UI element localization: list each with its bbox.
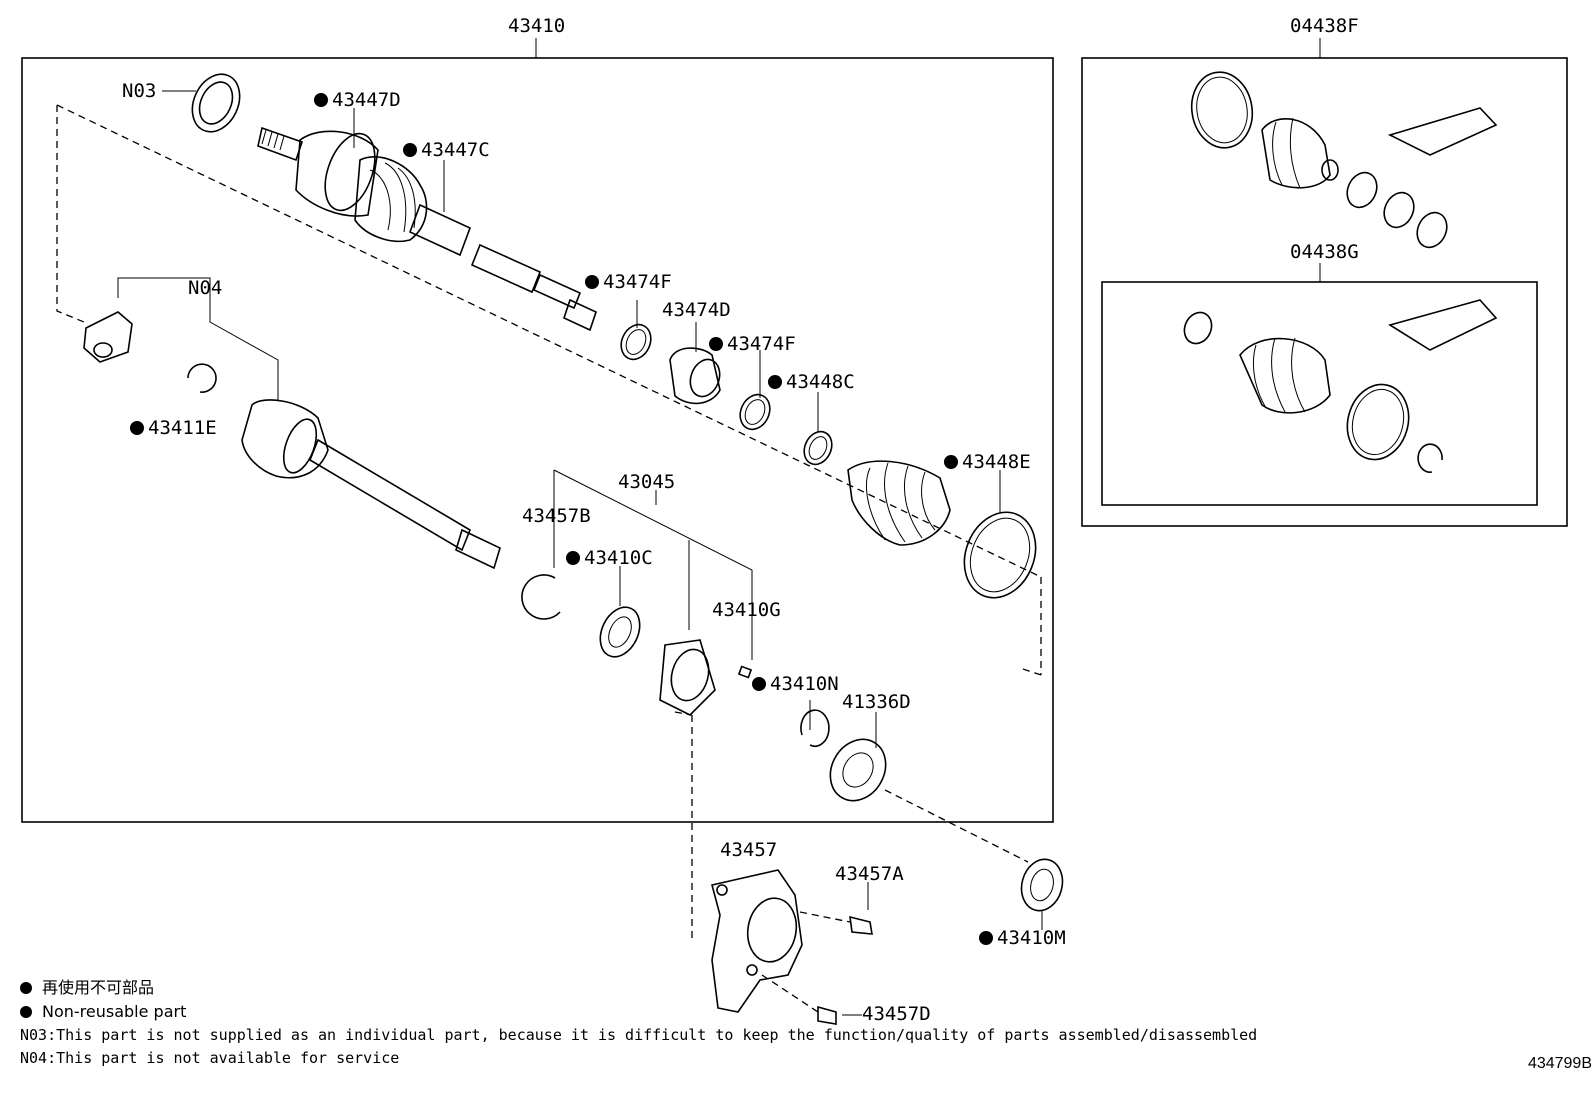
label-43411E[interactable]: 43411E bbox=[148, 417, 217, 439]
non-reusable-dot bbox=[403, 143, 417, 157]
label-43447D[interactable]: 43447D bbox=[332, 89, 401, 111]
label-04438F[interactable]: 04438F bbox=[1290, 15, 1359, 37]
label-43410M[interactable]: 43410M bbox=[997, 927, 1066, 949]
non-reusable-dot-icon bbox=[20, 1006, 32, 1018]
non-reusable-dot bbox=[944, 455, 958, 469]
assembly-dashed-line bbox=[56, 105, 85, 323]
label-43457A[interactable]: 43457A bbox=[835, 863, 904, 885]
boot-kit-parts bbox=[1183, 71, 1498, 473]
note-n03: N03:This part is not supplied as an indi… bbox=[20, 1026, 1258, 1044]
label-43474F-b[interactable]: 43474F bbox=[727, 333, 796, 355]
non-reusable-dot bbox=[752, 677, 766, 691]
label-N04[interactable]: N04 bbox=[188, 277, 222, 299]
label-43457B[interactable]: 43457B bbox=[522, 505, 591, 527]
label-41336D[interactable]: 41336D bbox=[842, 691, 911, 713]
non-reusable-dot bbox=[768, 375, 782, 389]
label-43410G[interactable]: 43410G bbox=[712, 599, 781, 621]
non-reusable-dot bbox=[979, 931, 993, 945]
legend: 再使用不可部品 Non-reusable part N03:This part … bbox=[20, 976, 1257, 1070]
outboard-joint-shaft bbox=[191, 73, 597, 332]
inboard-joint bbox=[83, 311, 501, 570]
rings-and-damper bbox=[620, 323, 833, 466]
inner-boot bbox=[847, 460, 1037, 599]
non-reusable-dot-icon bbox=[20, 982, 32, 994]
legend-en-text: Non-reusable part bbox=[42, 1002, 187, 1021]
label-43447C[interactable]: 43447C bbox=[421, 139, 490, 161]
label-43457D[interactable]: 43457D bbox=[862, 1003, 931, 1025]
non-reusable-dot bbox=[566, 551, 580, 565]
non-reusable-dot bbox=[709, 337, 723, 351]
label-43045[interactable]: 43045 bbox=[618, 471, 675, 493]
label-43410N[interactable]: 43410N bbox=[770, 673, 839, 695]
drawing-code: 434799B bbox=[1527, 1055, 1592, 1072]
label-43410C[interactable]: 43410C bbox=[584, 547, 653, 569]
oil-seal bbox=[1020, 858, 1064, 912]
non-reusable-dot bbox=[130, 421, 144, 435]
boot-kit-box bbox=[1081, 57, 1568, 527]
non-reusable-dot bbox=[314, 93, 328, 107]
label-N03[interactable]: N03 bbox=[122, 80, 156, 102]
label-43474F-a[interactable]: 43474F bbox=[603, 271, 672, 293]
main-assembly-box bbox=[21, 57, 1054, 823]
legend-jp-text: 再使用不可部品 bbox=[42, 978, 155, 997]
non-reusable-dot bbox=[585, 275, 599, 289]
label-43410[interactable]: 43410 bbox=[508, 15, 565, 37]
label-43448C[interactable]: 43448C bbox=[786, 371, 855, 393]
bearing-bracket bbox=[711, 869, 873, 1025]
label-04438G[interactable]: 04438G bbox=[1290, 241, 1359, 263]
boot-kit-inner-box bbox=[1101, 281, 1538, 506]
legend-row-en: Non-reusable part bbox=[20, 1000, 1257, 1024]
legend-row-jp: 再使用不可部品 bbox=[20, 976, 1257, 1000]
bearing-group bbox=[521, 574, 887, 802]
leader-lines bbox=[117, 90, 1043, 1016]
label-43457[interactable]: 43457 bbox=[720, 839, 777, 861]
label-43474D[interactable]: 43474D bbox=[662, 299, 731, 321]
label-43448E[interactable]: 43448E bbox=[962, 451, 1031, 473]
note-n04: N04:This part is not available for servi… bbox=[20, 1049, 400, 1067]
